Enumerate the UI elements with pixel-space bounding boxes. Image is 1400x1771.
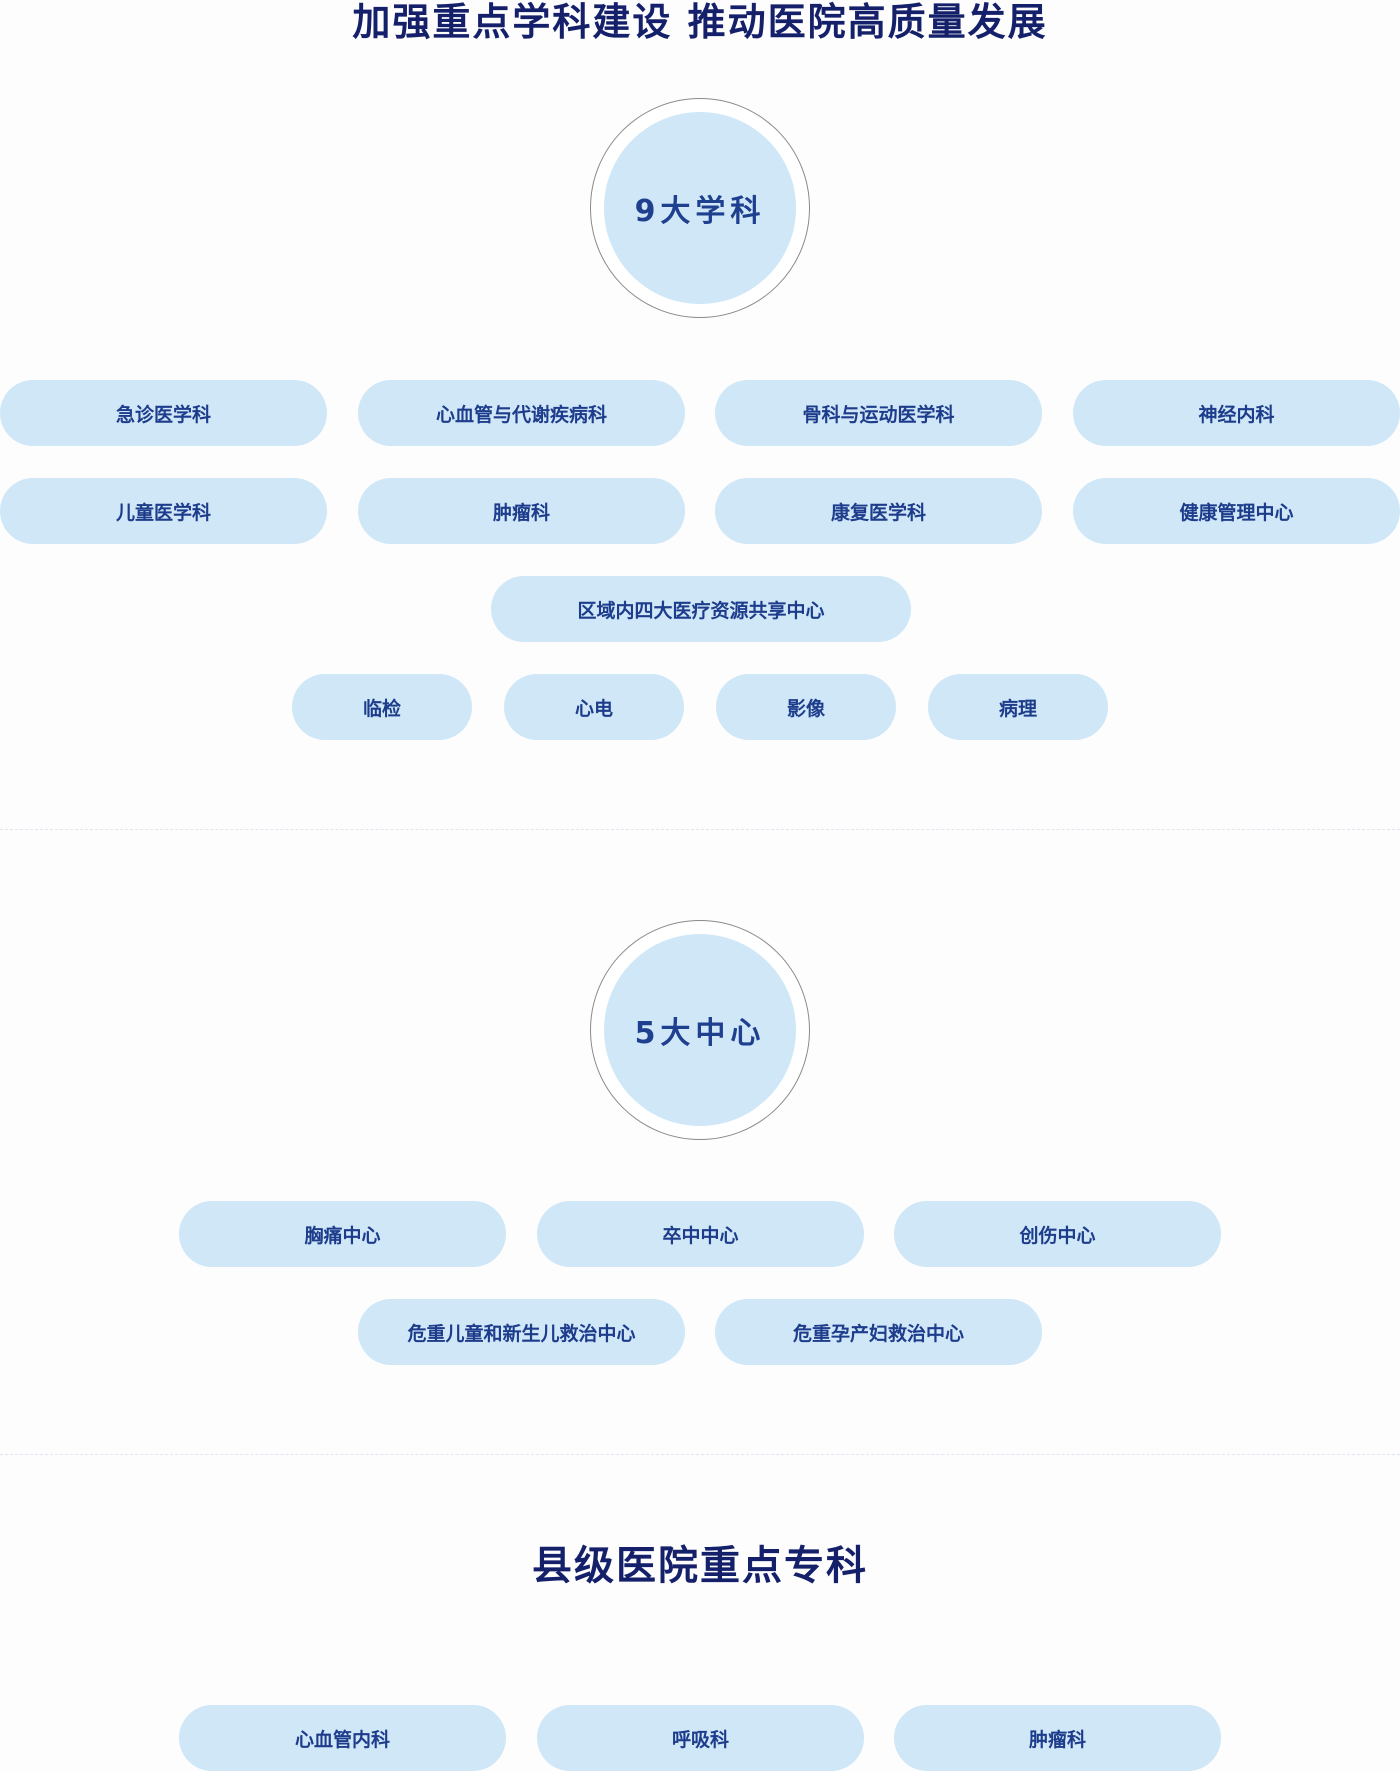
section-divider	[0, 1454, 1400, 1455]
five-centers-badge: 5大中心	[590, 920, 810, 1140]
center-pill[interactable]: 胸痛中心	[179, 1201, 506, 1267]
specialty-pill[interactable]: 心血管内科	[179, 1705, 506, 1771]
county-specialties-title: 县级医院重点专科	[532, 1543, 868, 1589]
discipline-pill[interactable]: 肿瘤科	[358, 478, 685, 544]
center-pill[interactable]: 创伤中心	[894, 1201, 1221, 1267]
discipline-pill[interactable]: 儿童医学科	[0, 478, 327, 544]
shared-resource-pill[interactable]: 影像	[716, 674, 896, 740]
section-divider	[0, 829, 1400, 830]
shared-resource-pill[interactable]: 临检	[292, 674, 472, 740]
discipline-pill[interactable]: 急诊医学科	[0, 380, 327, 446]
center-pill[interactable]: 危重孕产妇救治中心	[715, 1299, 1042, 1365]
discipline-pill[interactable]: 健康管理中心	[1073, 478, 1400, 544]
shared-resource-pill[interactable]: 病理	[928, 674, 1108, 740]
discipline-pill[interactable]: 骨科与运动医学科	[715, 380, 1042, 446]
shared-resource-pill[interactable]: 心电	[504, 674, 684, 740]
nine-disciplines-badge: 9大学科	[590, 98, 810, 318]
specialty-pill[interactable]: 呼吸科	[537, 1705, 864, 1771]
discipline-pill[interactable]: 神经内科	[1073, 380, 1400, 446]
page-title: 加强重点学科建设 推动医院高质量发展	[352, 0, 1048, 44]
nine-disciplines-label: 9大学科	[604, 112, 796, 304]
shared-resource-center-pill[interactable]: 区域内四大医疗资源共享中心	[491, 576, 911, 642]
center-pill[interactable]: 卒中中心	[537, 1201, 864, 1267]
five-centers-label: 5大中心	[604, 934, 796, 1126]
discipline-pill[interactable]: 康复医学科	[715, 478, 1042, 544]
specialty-pill[interactable]: 肿瘤科	[894, 1705, 1221, 1771]
discipline-pill[interactable]: 心血管与代谢疾病科	[358, 380, 685, 446]
center-pill[interactable]: 危重儿童和新生儿救治中心	[358, 1299, 685, 1365]
